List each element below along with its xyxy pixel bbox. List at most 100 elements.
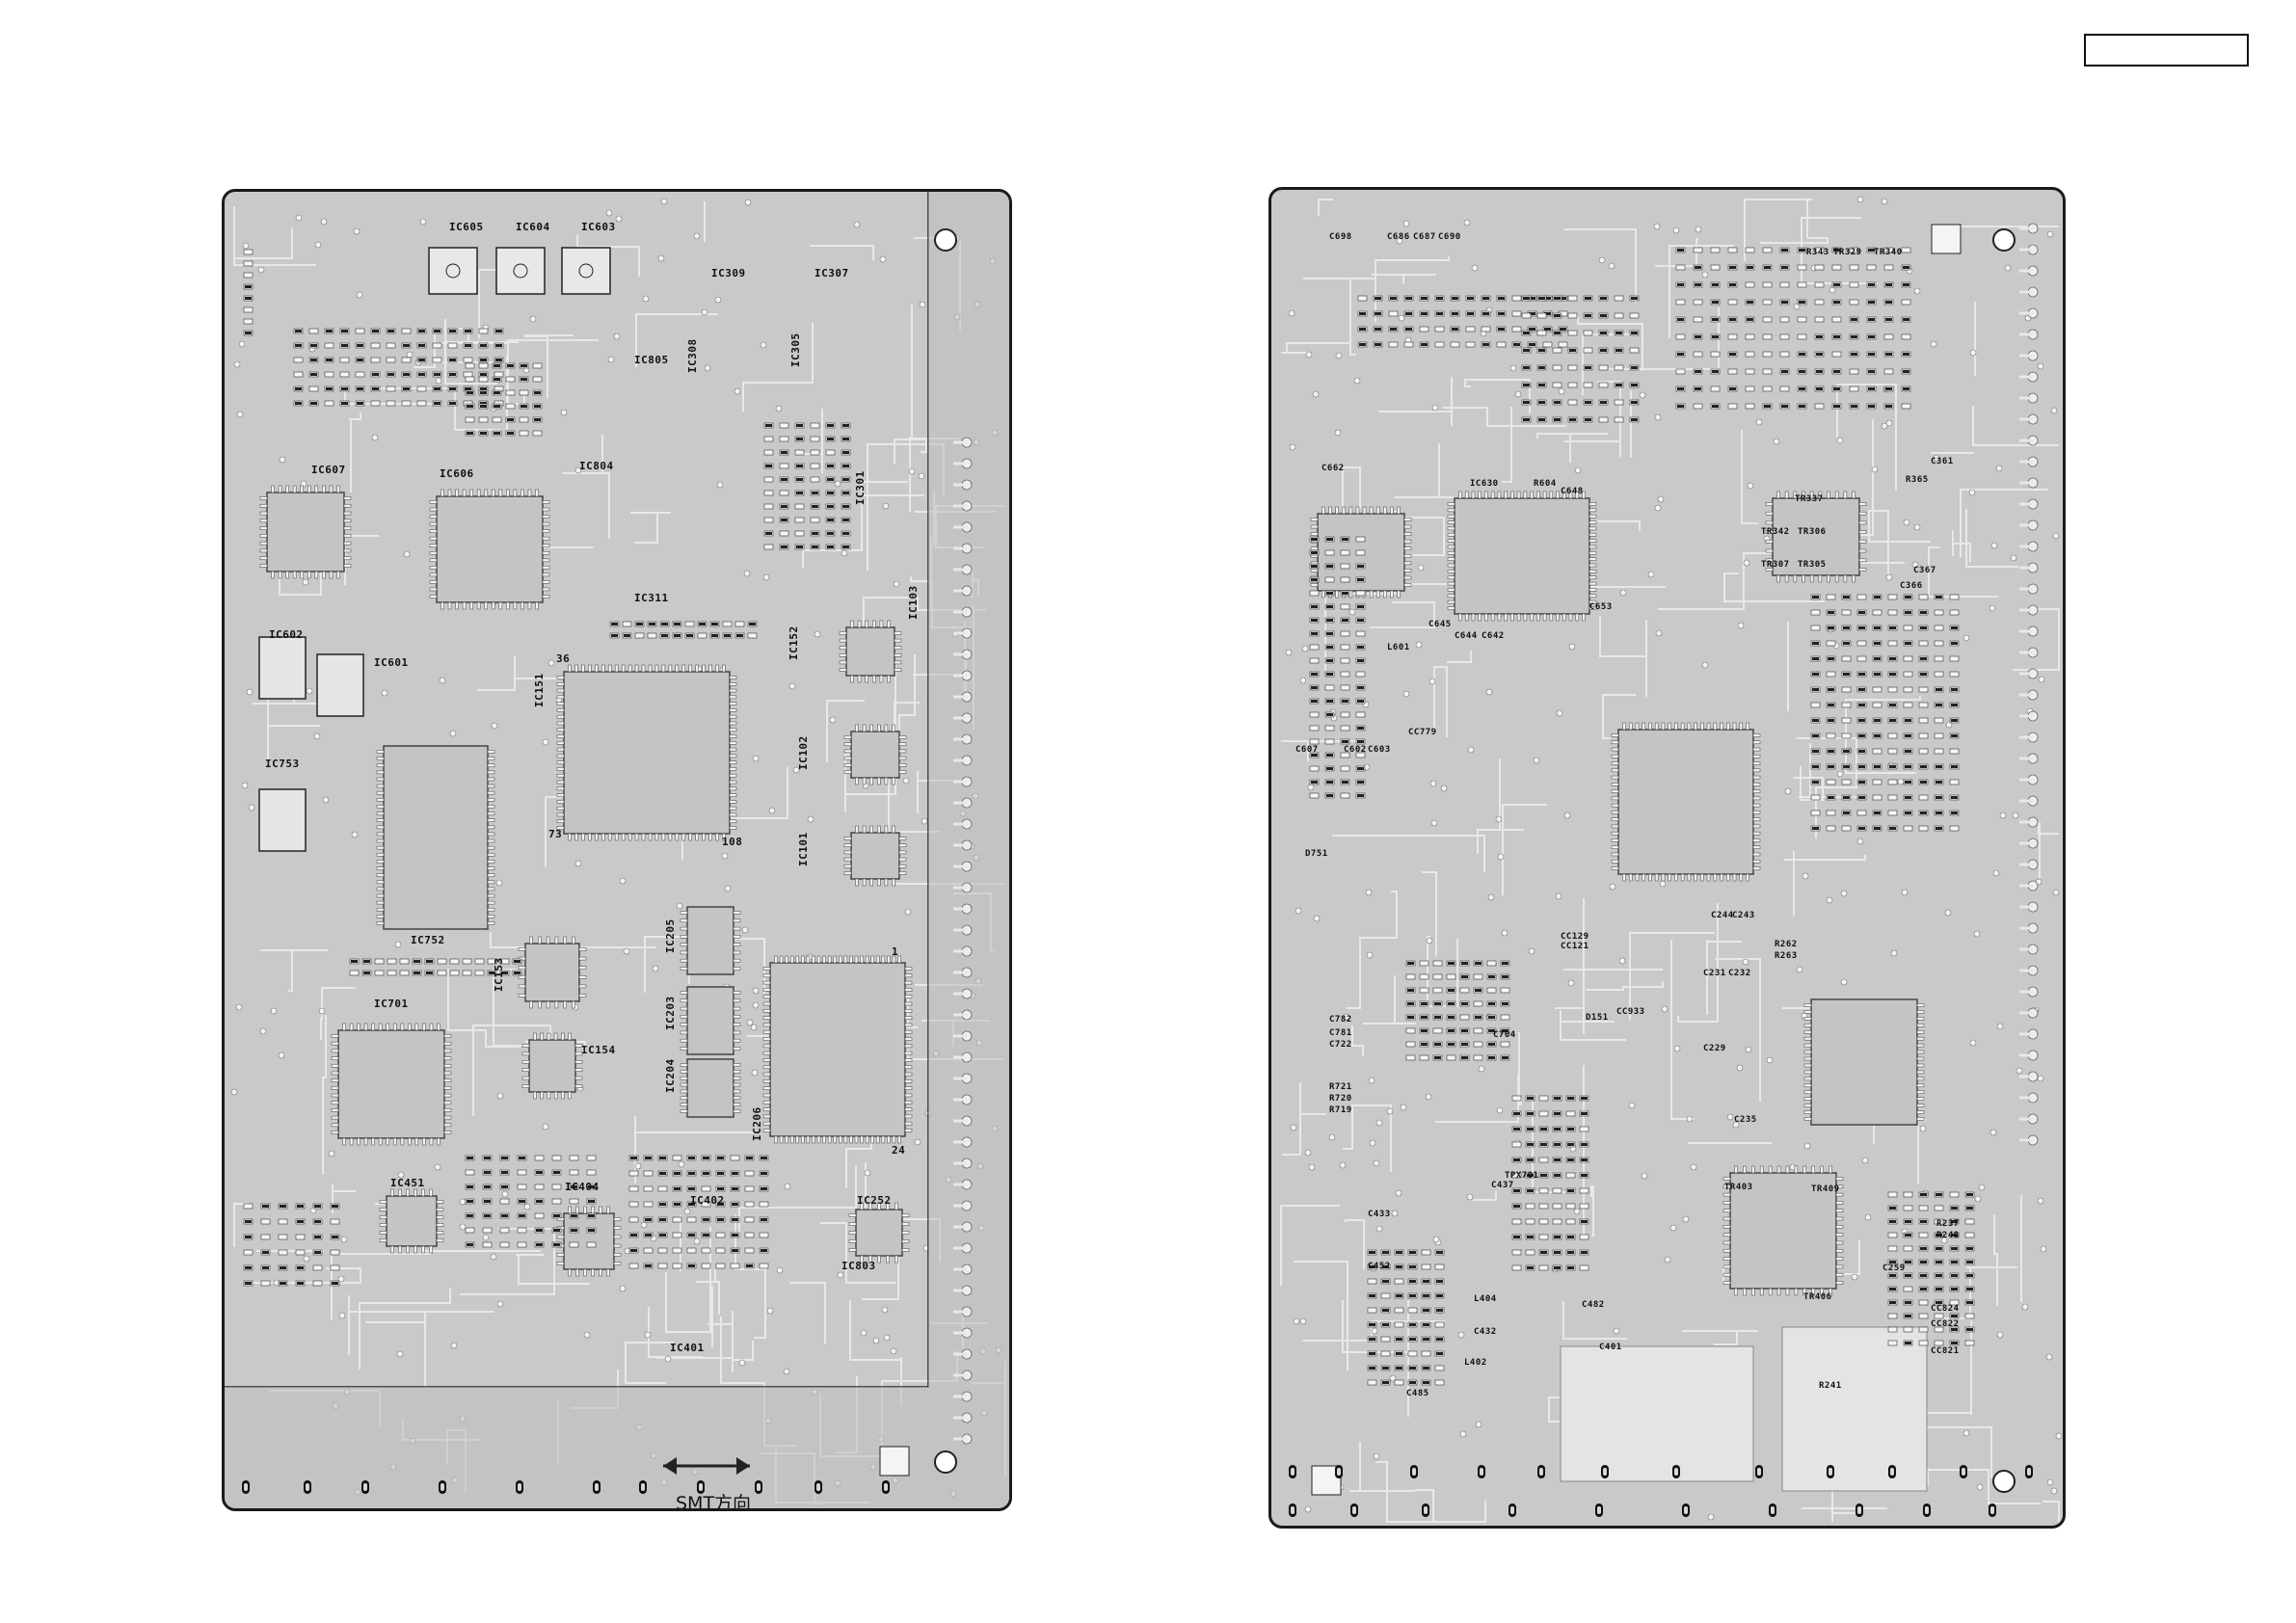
- chip-ic606-pins: [429, 489, 550, 610]
- label-cc121: CC121: [1561, 942, 1589, 951]
- chip-ic154-pins: [521, 1032, 583, 1100]
- label-tr406: TR406: [1803, 1292, 1832, 1302]
- label-c602: C602: [1344, 745, 1367, 755]
- label-ic102: IC102: [797, 735, 810, 770]
- label-ic603: IC603: [581, 221, 616, 233]
- label-c781: C781: [1329, 1028, 1352, 1038]
- label-ic308: IC308: [686, 338, 699, 373]
- label-ic402: IC402: [690, 1194, 725, 1207]
- left-test-pad: [879, 1446, 910, 1477]
- right-mount-hole-top: [1992, 228, 2016, 252]
- label-c653: C653: [1589, 602, 1613, 612]
- chip-ic204: [686, 1058, 734, 1118]
- label-ic805: IC805: [634, 354, 669, 366]
- regulator-block-1: [316, 653, 364, 717]
- label-c686: C686: [1387, 232, 1410, 242]
- label-r720: R720: [1329, 1094, 1352, 1104]
- title-box: [2084, 34, 2249, 67]
- label-tr329: TR329: [1833, 248, 1862, 257]
- chip-ic203: [686, 986, 734, 1055]
- label-c366: C366: [1900, 581, 1923, 591]
- regulator-block-0: [258, 636, 307, 700]
- label-c367: C367: [1913, 566, 1936, 575]
- label-l402: L402: [1464, 1358, 1487, 1368]
- label-ic152: IC152: [788, 625, 800, 660]
- chip-ic153: [524, 943, 580, 1002]
- label-c690: C690: [1438, 232, 1461, 242]
- label-c482: C482: [1582, 1300, 1605, 1310]
- right-smd-field-top2: [1521, 295, 1640, 423]
- chip-ic252: [855, 1209, 903, 1257]
- left-mount-hole-top: [934, 228, 957, 252]
- label-c607: C607: [1295, 745, 1319, 755]
- chip-ic607: [266, 492, 345, 572]
- label-c645: C645: [1428, 620, 1452, 629]
- label-r241: R241: [1819, 1381, 1842, 1391]
- label-tr403: TR403: [1724, 1183, 1753, 1192]
- label-ic101: IC101: [797, 832, 810, 866]
- label-ic602: IC602: [269, 628, 304, 641]
- chip-ic252-pins: [848, 1202, 910, 1264]
- left-smd-field-top: [293, 328, 504, 407]
- label-r262: R262: [1775, 940, 1798, 949]
- label-c698: C698: [1329, 232, 1352, 242]
- chip-ic701: [337, 1029, 445, 1139]
- label-r719: R719: [1329, 1105, 1352, 1115]
- label-ic203: IC203: [664, 996, 677, 1030]
- label-tr409: TR409: [1811, 1184, 1840, 1194]
- label-tr307: TR307: [1761, 560, 1790, 570]
- label-c231: C231: [1703, 969, 1726, 978]
- label-cc779: CC779: [1408, 728, 1437, 737]
- regulator-block-2: [258, 788, 307, 852]
- chip-ic752-pins: [376, 750, 495, 925]
- label-r237: R237: [1936, 1219, 1960, 1229]
- chip-ic101-region-pins: [1611, 722, 1761, 882]
- chip-ic102-pins: [843, 724, 907, 785]
- label-c687: C687: [1413, 232, 1436, 242]
- right-test-pad-bottom: [1311, 1465, 1342, 1496]
- label-tr337: TR337: [1795, 494, 1824, 504]
- chip-ic252-region: [1810, 998, 1918, 1126]
- left-smd-strip2: [609, 621, 758, 639]
- label-c244: C244: [1711, 911, 1734, 920]
- label-c437: C437: [1491, 1181, 1514, 1190]
- label-ic701: IC701: [374, 998, 409, 1010]
- label-ic753: IC753: [265, 758, 300, 770]
- label-c432: C432: [1474, 1327, 1497, 1337]
- right-trace-group: [1280, 199, 2060, 1523]
- label-d151: D151: [1586, 1013, 1609, 1023]
- label-cc933: CC933: [1616, 1007, 1645, 1017]
- label-ic204: IC204: [664, 1058, 677, 1093]
- pin-label-1: 1: [892, 945, 899, 958]
- label-ic311: IC311: [634, 592, 669, 604]
- pin-label-108: 108: [722, 836, 743, 848]
- right-smd-field-topright: [1675, 247, 1911, 410]
- label-c485: C485: [1406, 1389, 1429, 1398]
- label-cc129: CC129: [1561, 932, 1589, 942]
- left-smd-field-bottom: [465, 1155, 597, 1248]
- right-edge-connector: [2019, 223, 2039, 1146]
- label-c642: C642: [1482, 631, 1505, 641]
- label-c644: C644: [1455, 631, 1478, 641]
- label-ic601: IC601: [374, 656, 409, 669]
- right-smd-field-bottom: [1367, 1249, 1445, 1386]
- chip-ic607-pins: [259, 485, 352, 579]
- label-c433: C433: [1368, 1210, 1391, 1219]
- label-ic803: IC803: [841, 1260, 876, 1272]
- right-smd-field-top: [1357, 295, 1568, 348]
- chip-ic103: [845, 626, 895, 677]
- label-ic404: IC404: [565, 1181, 600, 1193]
- label-c722: C722: [1329, 1040, 1352, 1050]
- label-c229: C229: [1703, 1044, 1726, 1053]
- label-c232: C232: [1728, 969, 1751, 978]
- right-pcb-board: C698 C686 C687 C690 R343 TR329 TR340 TR3…: [1268, 187, 2066, 1529]
- right-ground-plane: [1560, 1345, 1754, 1482]
- label-ic604: IC604: [516, 221, 550, 233]
- chip-ic101-region: [1617, 729, 1754, 875]
- label-ic606: IC606: [440, 467, 474, 480]
- chip-ic301-region-pins: [1765, 491, 1867, 583]
- left-smd-field-mid: [465, 362, 543, 437]
- label-d751: D751: [1305, 849, 1328, 859]
- label-ic401: IC401: [670, 1342, 705, 1354]
- label-ic309: IC309: [711, 267, 746, 279]
